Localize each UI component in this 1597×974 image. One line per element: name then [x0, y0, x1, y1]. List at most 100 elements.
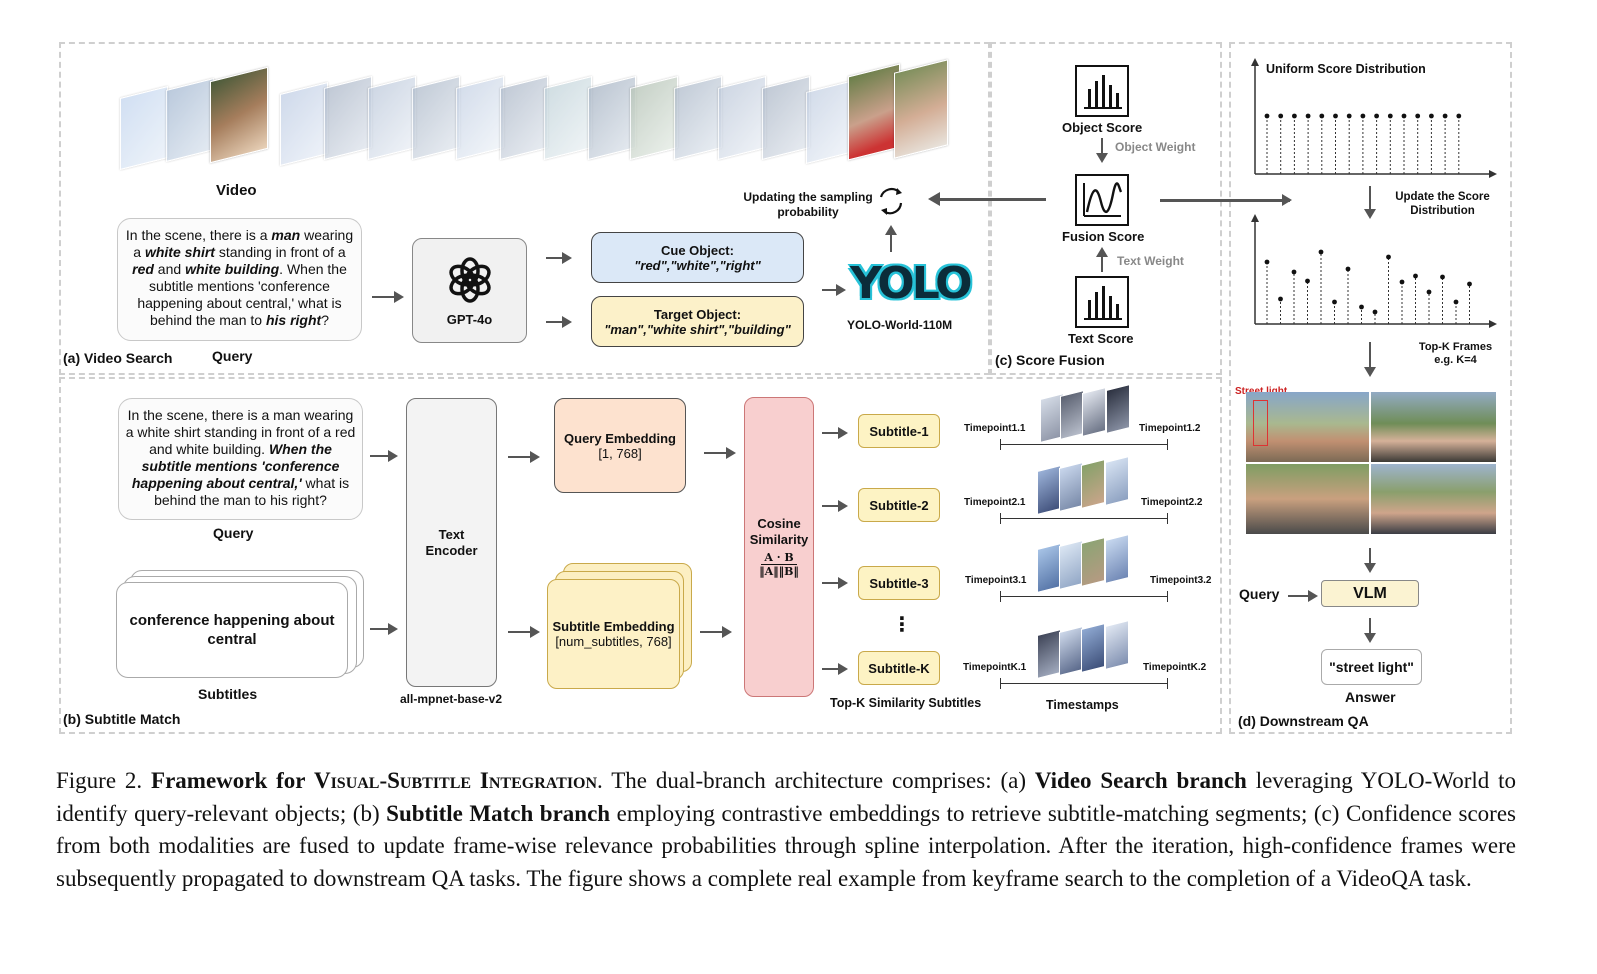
query-box-b: In the scene, there is a man wearing a w… — [118, 398, 363, 520]
uniform-point-10 — [1387, 113, 1393, 119]
cosine-label: Cosine Similarity — [749, 516, 809, 547]
arrow-subtitle-emb-to-cosine — [700, 626, 732, 638]
arrow-fusion-to-distribution — [1160, 194, 1292, 206]
updated-point-2 — [1278, 296, 1283, 302]
arrow-subtitles-to-encoder — [370, 623, 398, 635]
target-object-box: Target Object: "man","white shirt","buil… — [591, 296, 804, 347]
uniform-point-7 — [1346, 113, 1352, 119]
arrow-fusion-to-update — [928, 192, 1046, 206]
panel-downstream-qa — [1229, 42, 1512, 734]
updated-point-7 — [1345, 266, 1351, 272]
caption-fig-label: Figure 2. — [56, 768, 152, 793]
panel-d-label: (d) Downstream QA — [1238, 713, 1369, 729]
arrow-objects-to-yolo — [822, 284, 846, 296]
arrow-queryb-to-encoder — [370, 450, 398, 462]
street-light-highlight — [1253, 400, 1268, 446]
topk-subtitles-label: Top-K Similarity Subtitles — [830, 696, 982, 710]
uniform-point-3 — [1292, 113, 1297, 119]
timepoint-2-2: Timepoint2.2 — [1141, 497, 1203, 508]
timeline-thumbs-2 — [1037, 456, 1137, 515]
subtitle-card: conference happening about central — [116, 582, 348, 678]
uniform-point-13 — [1429, 113, 1434, 119]
subtitle-card-stack: conference happening about central — [116, 570, 366, 680]
topk-frame-4 — [1371, 464, 1496, 534]
timeline-1 — [1000, 439, 1168, 450]
answer-box: "street light" — [1321, 649, 1422, 685]
figure-caption: Figure 2. Framework for Visual-Subtitle … — [56, 765, 1516, 895]
target-values: "man","white shirt","building" — [604, 321, 791, 337]
query-label-b: Query — [213, 525, 254, 541]
video-frames — [110, 59, 960, 180]
yolo-logo-icon: YOLO — [850, 258, 973, 309]
caption-text-2: leveraging YOLO-World to identify query-… — [56, 768, 1516, 826]
arrow-cosine-to-sub3 — [822, 577, 848, 589]
panel-c-label: (c) Score Fusion — [995, 352, 1105, 368]
uniform-point-12 — [1415, 113, 1421, 119]
arrow-cosine-to-subk — [822, 663, 848, 675]
topk-frame-3 — [1246, 464, 1369, 534]
gpt4o-box: GPT-4o — [412, 238, 527, 343]
object-score-chart-icon — [1075, 65, 1129, 117]
updated-point-5 — [1318, 249, 1324, 255]
uniform-point-1 — [1264, 113, 1270, 119]
uniform-point-14 — [1442, 113, 1448, 119]
subtitle-ellipsis: ⋮ — [892, 614, 912, 636]
subtitle-box-1: Subtitle-1 — [858, 414, 940, 448]
uniform-point-15 — [1456, 113, 1462, 119]
updated-point-10 — [1386, 254, 1391, 260]
updated-point-4 — [1305, 278, 1310, 284]
uniform-distribution-plot — [1251, 58, 1497, 178]
subtitle-box-3: Subtitle-3 — [858, 566, 940, 600]
arrow-text-to-fusion — [1096, 247, 1108, 272]
timepoint-2-1: Timepoint2.1 — [964, 497, 1026, 508]
refresh-cycle-icon — [879, 188, 903, 215]
timepoint-3-2: Timepoint3.2 — [1150, 575, 1212, 586]
updating-label: Updating the sampling probability — [743, 190, 873, 219]
subtitle-embedding-stack: Subtitle Embedding [num_subtitles, 768] — [547, 563, 697, 689]
query-box-a: In the scene, there is a man wearing a w… — [117, 218, 362, 341]
updated-point-14 — [1440, 274, 1445, 280]
timeline-thumbs-1 — [1040, 384, 1140, 443]
arrow-cosine-to-sub1 — [822, 427, 848, 439]
updated-point-11 — [1399, 279, 1405, 285]
topk-frame-2 — [1371, 392, 1496, 462]
uniform-point-8 — [1360, 113, 1366, 119]
timestamps-label: Timestamps — [1046, 698, 1119, 712]
cosine-similarity-box: Cosine Similarity A · B ‖A‖‖B‖ — [744, 397, 814, 697]
cue-values: "red","white","right" — [634, 257, 761, 273]
updated-point-6 — [1332, 299, 1337, 305]
encoder-label: Text Encoder — [425, 526, 478, 558]
query-embedding-shape: [1, 768] — [598, 445, 642, 461]
encoder-model-label: all-mpnet-base-v2 — [400, 692, 503, 706]
uniform-point-4 — [1305, 113, 1311, 119]
caption-text-1: . The dual-branch architecture comprises… — [597, 768, 1035, 793]
caption-bold-1: Video Search branch — [1034, 768, 1247, 793]
panel-subtitle-match — [59, 377, 1222, 734]
timeline-thumbs-3 — [1037, 534, 1137, 593]
panel-score-fusion — [990, 42, 1222, 375]
subtitle-embedding-label: Subtitle Embedding — [552, 619, 675, 634]
timepoint-k-1: TimepointK.1 — [963, 662, 1027, 673]
cosine-den: ‖A‖‖B‖ — [759, 565, 799, 578]
text-weight-label: Text Weight — [1117, 254, 1184, 268]
uniform-point-6 — [1333, 113, 1338, 119]
timeline-thumbs-k — [1037, 620, 1137, 679]
arrow-gpt-to-cue — [546, 252, 572, 264]
text-score-label: Text Score — [1068, 331, 1134, 346]
subtitles-label: Subtitles — [198, 686, 258, 702]
cue-object-box: Cue Object: "red","white","right" — [591, 232, 804, 283]
object-weight-label: Object Weight — [1115, 140, 1196, 154]
arrow-vlm-to-answer — [1364, 618, 1376, 643]
cue-title: Cue Object: — [661, 242, 734, 258]
timepoint-1-1: Timepoint1.1 — [964, 423, 1026, 434]
target-title: Target Object: — [653, 306, 742, 322]
yolo-label: YOLO-World-110M — [847, 318, 953, 332]
arrow-to-topk — [1364, 342, 1376, 377]
arrow-encoder-to-query-emb — [508, 451, 540, 463]
fusion-score-label: Fusion Score — [1062, 229, 1145, 244]
object-score-label: Object Score — [1062, 120, 1143, 135]
timeline-2 — [1000, 513, 1168, 524]
caption-bold-2: Subtitle Match branch — [386, 800, 611, 826]
arrow-query-to-gpt — [372, 291, 404, 303]
uniform-point-2 — [1278, 113, 1284, 119]
